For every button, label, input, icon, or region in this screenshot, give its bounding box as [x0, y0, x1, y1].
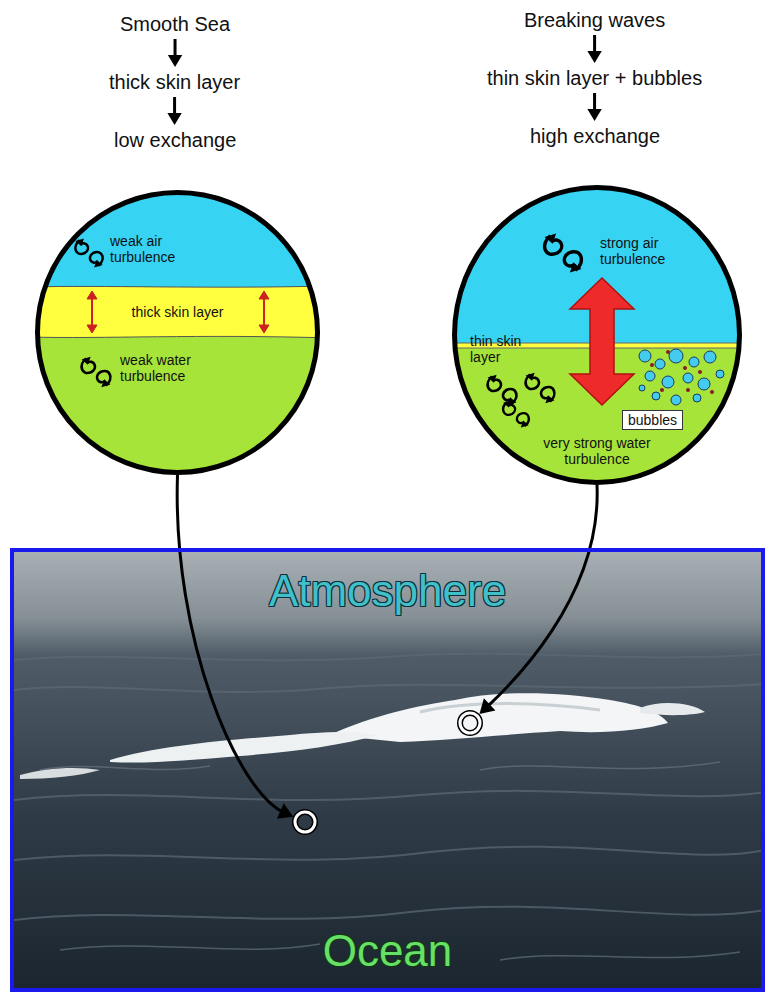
- exchange-arrow: [570, 278, 634, 405]
- arrow-head: [167, 113, 181, 125]
- circle-text: weak water turbulence: [120, 352, 215, 384]
- step-label: thick skin layer: [109, 70, 240, 94]
- connector-line: [177, 475, 284, 813]
- label-text: bubbles: [628, 412, 677, 428]
- arrow-head: [479, 698, 495, 714]
- connector-line: [173, 97, 176, 115]
- step-label: high exchange: [530, 124, 660, 148]
- circle-text: thin skin layer: [470, 333, 540, 365]
- arrow-head: [587, 109, 601, 121]
- connector-line: [174, 39, 177, 57]
- flow-arrow: [587, 35, 601, 63]
- turbulence-swirl: [503, 400, 529, 427]
- connector-line: [593, 93, 596, 111]
- turbulence-swirl: [488, 375, 517, 406]
- region-label: Atmosphere: [14, 566, 761, 617]
- circle-text: very strong water turbulence: [527, 435, 667, 467]
- step-text: thin skin layer + bubbles: [487, 66, 702, 90]
- text-slot: Atmosphere: [14, 566, 761, 617]
- arrow-head: [277, 803, 293, 818]
- turbulence-swirl: [82, 357, 111, 388]
- sea-photo-frame: AtmosphereOcean: [10, 548, 765, 992]
- bubbles-cluster: [639, 349, 724, 405]
- step-label: thin skin layer + bubbles: [487, 66, 702, 90]
- text-slot: thin skin layer: [470, 333, 540, 365]
- left-circle-fill: [30, 185, 330, 482]
- flow-arrow: [167, 97, 181, 125]
- skin-layer-band: thick skin layer: [40, 287, 315, 337]
- text-slot: weak water turbulence: [120, 352, 215, 384]
- location-marker: [295, 812, 315, 832]
- connector-line: [593, 35, 596, 53]
- region-label: Ocean: [14, 926, 761, 977]
- turbulence-swirl: [545, 233, 582, 272]
- zoom-circle: strong air turbulence thin skin layer very…: [452, 185, 742, 485]
- flow-arrow: [587, 93, 601, 121]
- arrow-head: [168, 55, 182, 67]
- label-text: thick skin layer: [132, 304, 224, 320]
- step-text: thick skin layer: [109, 70, 240, 94]
- circle-text: weak air turbulence: [110, 233, 200, 265]
- turbulence-swirl: [526, 373, 555, 404]
- text-slot: strong air turbulence: [600, 235, 695, 267]
- step-text: Breaking waves: [524, 8, 665, 32]
- turbulence-swirl: [75, 239, 102, 268]
- step-text: low exchange: [114, 128, 236, 152]
- circle-text: strong air turbulence: [600, 235, 695, 267]
- location-marker: [460, 713, 480, 733]
- step-text: Smooth Sea: [120, 12, 230, 36]
- text-slot: weak air turbulence: [110, 233, 200, 265]
- right-circle-fill: [450, 185, 750, 491]
- step-label: Smooth Sea: [120, 12, 230, 36]
- flow-arrow: [168, 39, 182, 67]
- zoom-circle: weak air turbulence weak water turbulence…: [35, 190, 320, 475]
- step-text: high exchange: [530, 124, 660, 148]
- bubbles-tag: bubbles: [622, 410, 683, 430]
- text-slot: Ocean: [14, 926, 761, 977]
- arrow-head: [587, 51, 601, 63]
- step-label: low exchange: [114, 128, 236, 152]
- step-label: Breaking waves: [524, 8, 665, 32]
- skin-arrows: [87, 291, 269, 333]
- flow-arrow: [177, 475, 293, 819]
- text-slot: very strong water turbulence: [527, 435, 667, 467]
- sea-photo: [14, 552, 765, 992]
